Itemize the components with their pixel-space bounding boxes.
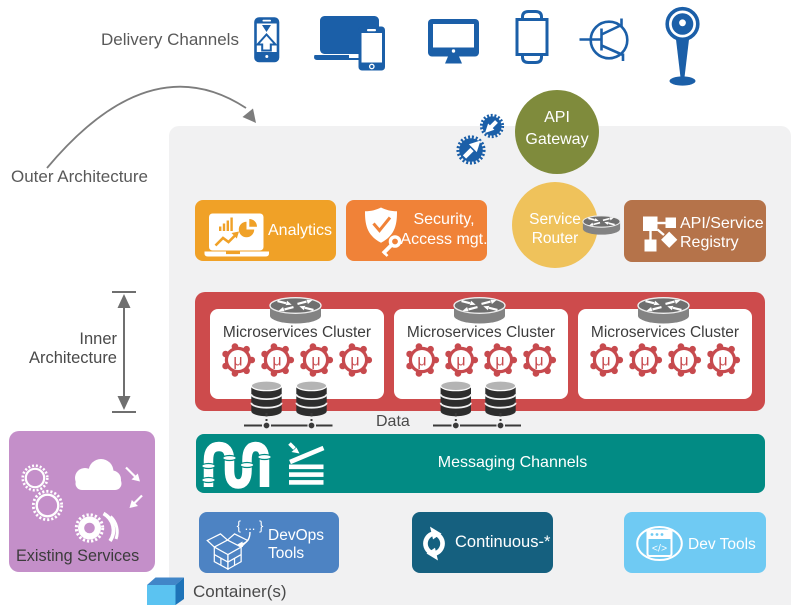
svg-text:{ ... }: { ... } [237, 518, 264, 533]
svg-text:</>: </> [652, 543, 667, 555]
